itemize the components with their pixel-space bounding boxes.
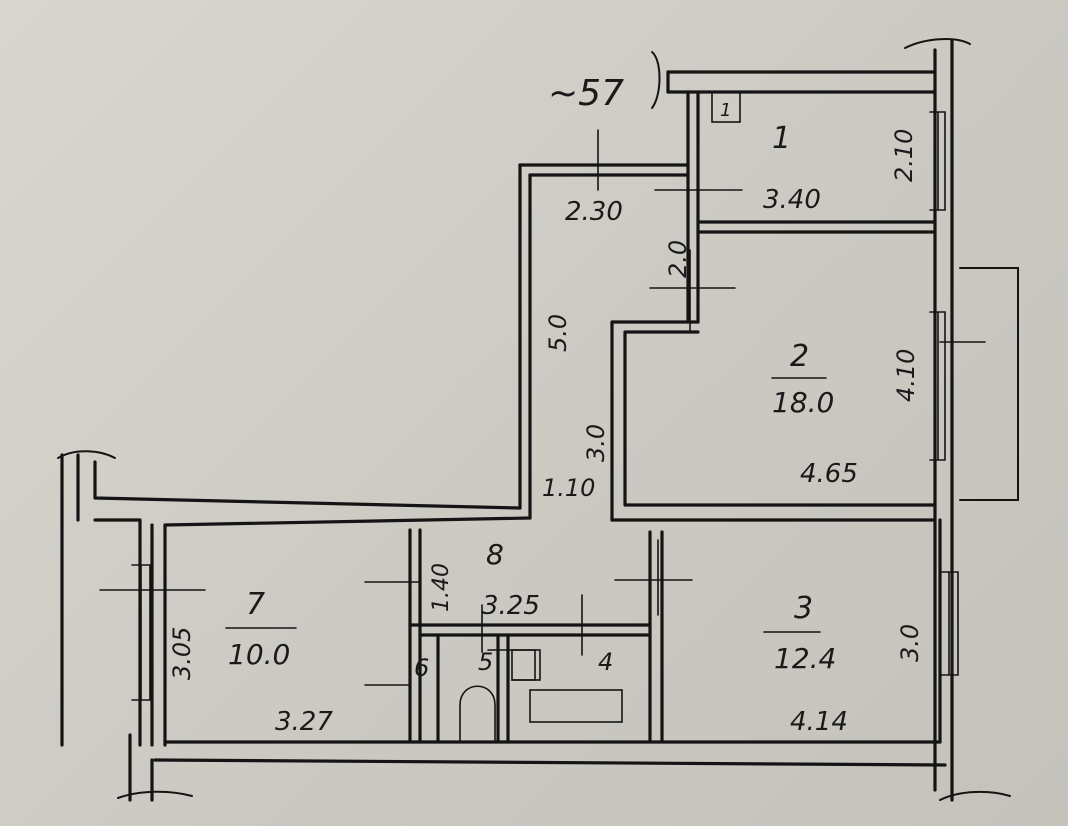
- walls: [60, 38, 1019, 802]
- room-4-number: 4: [598, 648, 613, 676]
- room-7-number: 7: [246, 587, 265, 622]
- room-8-length: 3.25: [482, 591, 540, 621]
- bathtub: [529, 689, 623, 723]
- room-2-area: 18.0: [772, 386, 834, 419]
- room-8-number: 8: [486, 538, 504, 571]
- room-7-area: 10.0: [228, 638, 290, 671]
- fixtures: [459, 91, 741, 743]
- stair-symbol-label: 1: [720, 100, 731, 121]
- dimension-lines: [99, 129, 986, 686]
- room-5-number: 5: [478, 648, 493, 676]
- room-1-length: 3.40: [763, 185, 821, 215]
- corridor-upper-depth: 2.0: [664, 240, 692, 278]
- total-area-label: ~57: [548, 73, 624, 114]
- room-2-number: 2: [790, 339, 809, 374]
- room-3-area: 12.4: [774, 642, 836, 675]
- corridor-top-width: 2.30: [565, 197, 623, 227]
- corridor-lower-length: 3.0: [582, 424, 610, 462]
- windows: [131, 111, 959, 701]
- room-1-width: 2.10: [890, 129, 918, 182]
- room-2-width: 4.10: [892, 349, 920, 402]
- sink: [511, 649, 541, 681]
- wall-break-marks: [57, 38, 1011, 801]
- corridor-lower-width: 1.10: [542, 474, 595, 502]
- room-3-width: 3.0: [896, 624, 924, 662]
- room-7-length: 3.27: [275, 707, 333, 737]
- corridor-length: 5.0: [544, 314, 572, 352]
- stair-symbol-box: [711, 91, 741, 123]
- room-8-width: 1.40: [429, 563, 454, 612]
- room-1-number: 1: [772, 121, 791, 156]
- room-6-number: 6: [414, 654, 429, 682]
- room-3-number: 3: [794, 591, 813, 626]
- room-7-width: 3.05: [168, 627, 196, 680]
- room-3-length: 4.14: [790, 707, 848, 737]
- room-2-length: 4.65: [800, 459, 858, 489]
- toilet: [459, 685, 496, 743]
